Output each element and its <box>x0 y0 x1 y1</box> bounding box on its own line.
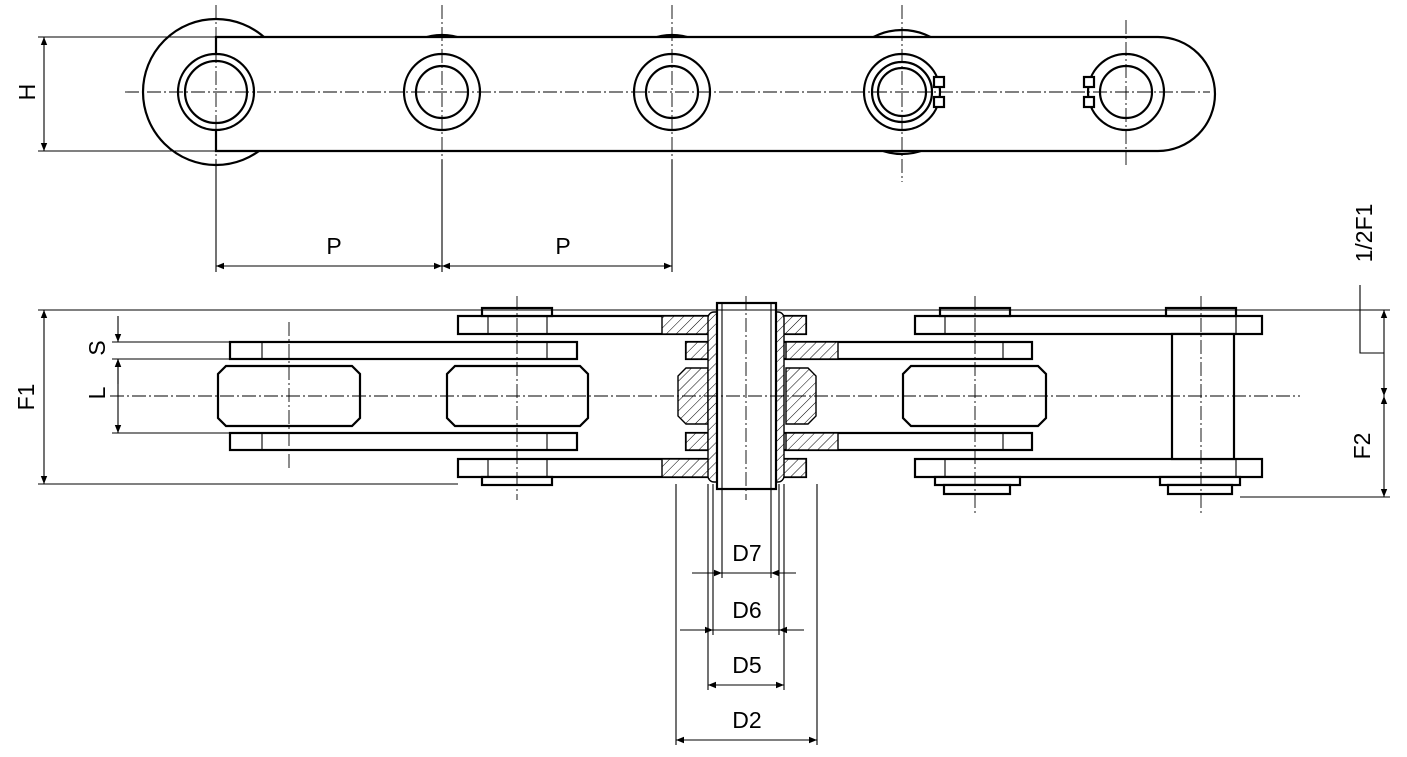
inner-plate-bottom <box>228 431 579 452</box>
dimension-F1: F1 <box>13 309 1390 485</box>
link-plate-band <box>214 35 1217 153</box>
circlip-tab <box>932 75 946 89</box>
plate-section <box>781 458 807 478</box>
plate-section <box>685 432 709 451</box>
label-half-F1: 1/2F1 <box>1351 204 1377 263</box>
dimension-P: P P <box>215 160 673 272</box>
circlip-tab <box>1082 95 1096 109</box>
outer-plate-top <box>913 314 1264 336</box>
dimension-F2: 1/2F1 F2 <box>1240 204 1390 498</box>
circlip-tab <box>932 95 946 109</box>
label-D6: D6 <box>732 597 761 623</box>
pin-end <box>1166 483 1234 496</box>
inner-plate-top <box>228 340 579 361</box>
circlip-tab <box>1082 75 1096 89</box>
dimension-S-L: S L <box>84 316 230 434</box>
label-S: S <box>84 340 110 355</box>
plate-section <box>785 432 839 451</box>
label-L: L <box>84 386 110 399</box>
plate-section <box>661 315 713 335</box>
label-F2: F2 <box>1349 433 1375 460</box>
label-P-left: P <box>326 233 341 259</box>
dimension-H: H <box>14 36 216 152</box>
pin-head <box>933 475 1022 487</box>
outer-plate-bottom <box>913 457 1264 479</box>
top-view <box>125 5 1217 182</box>
plate-section <box>685 341 709 360</box>
side-view <box>110 296 1300 515</box>
label-D5: D5 <box>732 652 761 678</box>
hollow-pin <box>715 301 778 491</box>
label-D2: D2 <box>732 707 761 733</box>
plate-section <box>781 315 807 335</box>
dimension-diameters: D7 D6 D5 D2 <box>675 484 818 745</box>
plate-section <box>661 458 713 478</box>
label-D7: D7 <box>732 540 761 566</box>
plate-section <box>785 341 839 360</box>
pin-body <box>1170 332 1236 461</box>
pin-head <box>1158 475 1242 487</box>
pin-end <box>942 483 1012 496</box>
label-H: H <box>14 84 40 101</box>
label-F1: F1 <box>13 384 39 411</box>
label-P-right: P <box>555 233 570 259</box>
